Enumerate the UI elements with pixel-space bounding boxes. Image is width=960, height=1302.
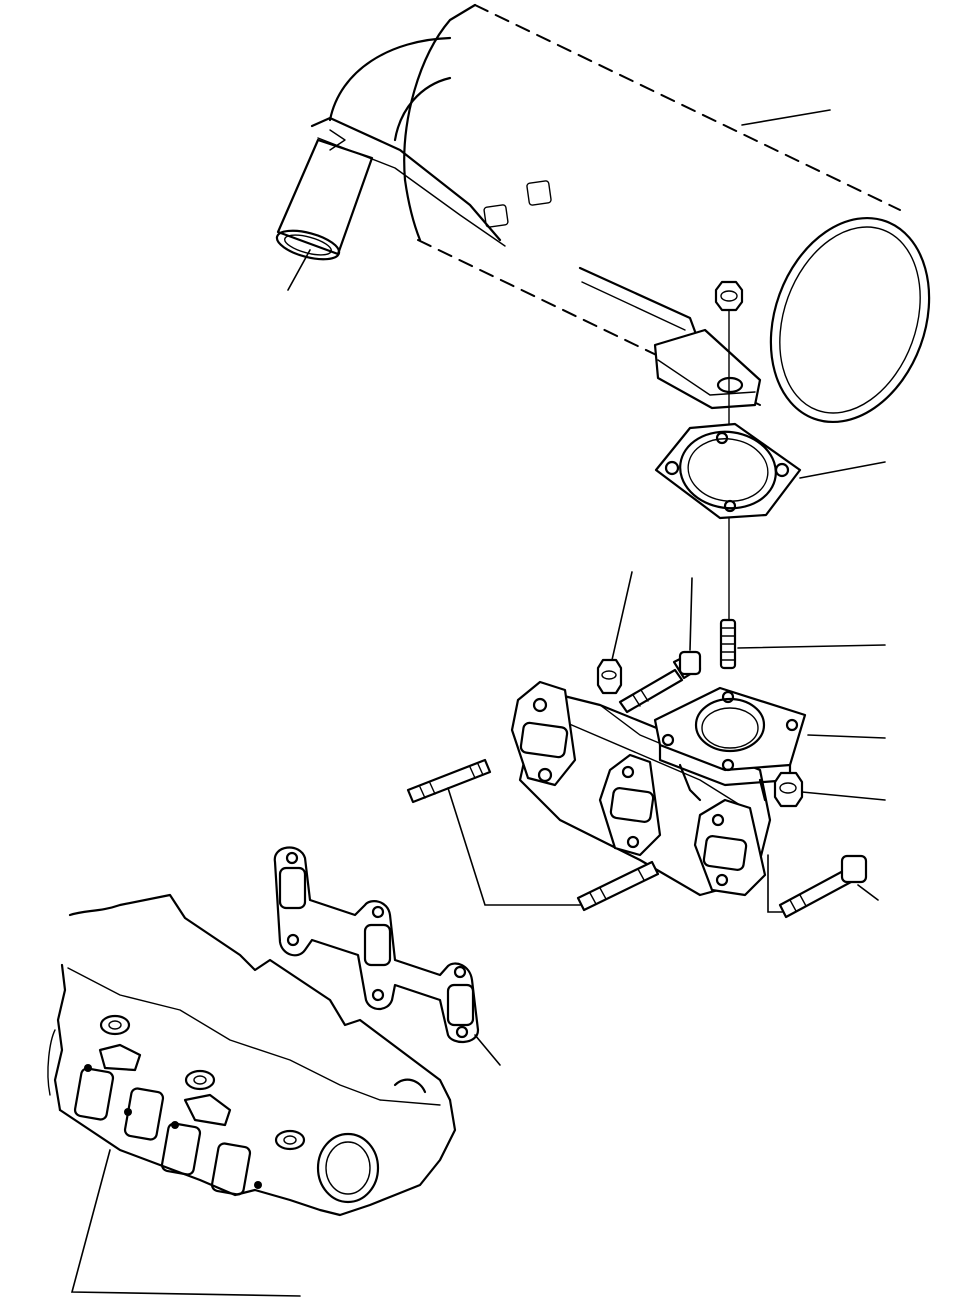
leader-flange-nut (611, 571, 633, 661)
leader-lower-bracket (767, 854, 783, 913)
leader-cylinder-head (70, 1149, 301, 1297)
leader-lines (70, 109, 886, 1297)
label-mark (483, 180, 552, 228)
leader-manifold-gasket (474, 1034, 501, 1066)
leader-manifold (807, 734, 886, 739)
manifold-bolt-lower[interactable] (778, 854, 868, 919)
manifold-gasket[interactable] (273, 846, 480, 1043)
leader-tailpipe (287, 249, 311, 291)
leader-stud-short (737, 644, 886, 649)
leader-manifold-bolt-top (689, 577, 693, 651)
muffler[interactable] (274, 3, 956, 444)
leader-bolt-lower (857, 884, 879, 901)
muffler-gasket[interactable] (654, 422, 802, 520)
manifold-bolt-top[interactable] (618, 650, 702, 714)
exhaust-manifold[interactable] (510, 680, 807, 897)
cylinder-head[interactable] (47, 893, 457, 1217)
stud-long-upper[interactable] (406, 758, 492, 804)
leader-studs (447, 787, 581, 906)
manifold-nut[interactable] (773, 771, 804, 808)
leader-manifold-nut (801, 791, 886, 801)
leader-muffler-gasket (799, 461, 886, 479)
flange-nut-top[interactable] (714, 280, 744, 312)
stud-long-lower[interactable] (576, 860, 660, 912)
stud-short[interactable] (719, 618, 737, 670)
flange-nut-left[interactable] (596, 658, 623, 695)
leader-muffler (741, 109, 831, 126)
